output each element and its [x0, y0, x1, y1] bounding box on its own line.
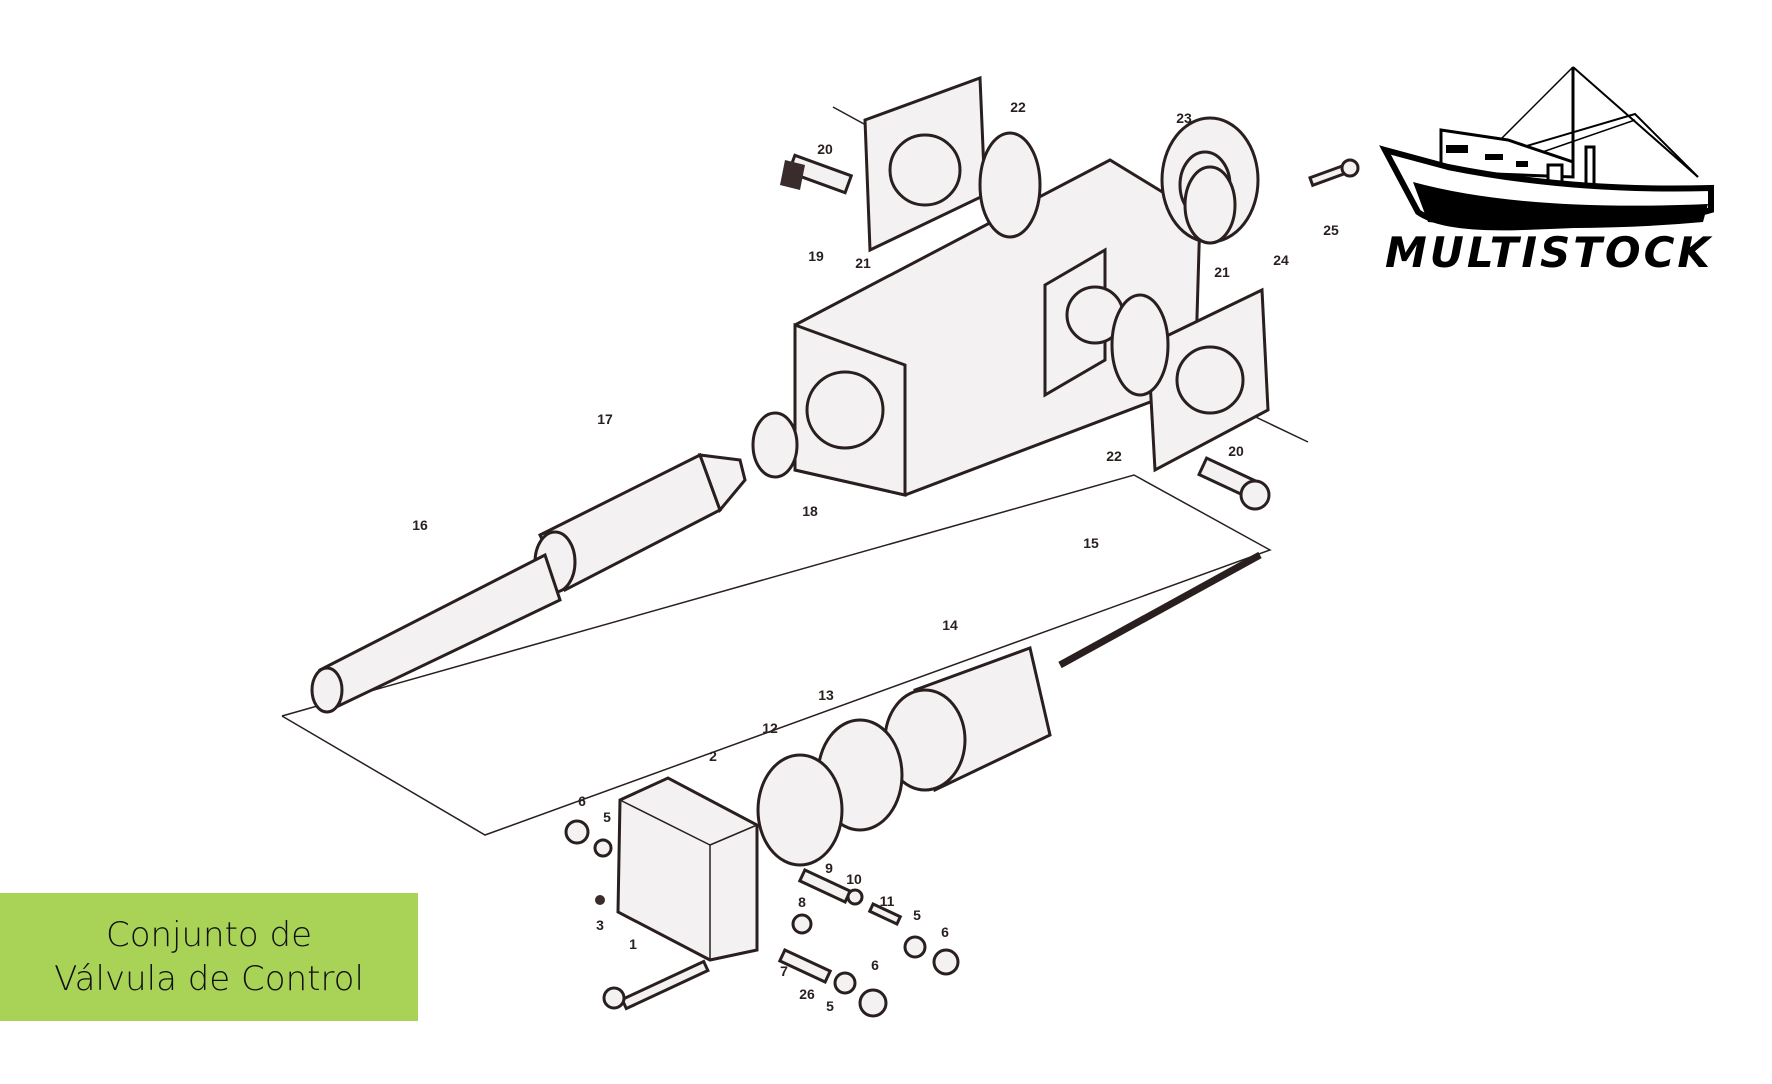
part-label: 21 [1214, 264, 1230, 280]
spring [310, 552, 562, 714]
small-parts [564, 819, 960, 1018]
part-label: 6 [941, 924, 949, 940]
part-label: 20 [1228, 443, 1244, 459]
piston [533, 452, 747, 594]
diaphragm [756, 753, 844, 867]
part-label: 20 [817, 141, 833, 157]
cylinder [883, 646, 1052, 793]
o-ring-top [978, 131, 1042, 239]
bolt-25 [1308, 158, 1360, 188]
part-label: 26 [799, 986, 815, 1002]
part-label: 5 [913, 907, 921, 923]
brand-name: MULTISTOCK [1385, 228, 1713, 277]
assembly-guide-line [281, 474, 1272, 836]
part-label: 11 [880, 893, 895, 909]
part-label: 8 [798, 894, 806, 910]
title-banner: Conjunto de Válvula de Control [0, 893, 418, 1021]
part-labels: 22 20 23 25 24 21 19 21 17 18 22 20 16 1… [412, 99, 1339, 1014]
title-line-2: Válvula de Control [54, 959, 364, 999]
part-label: 10 [846, 871, 862, 887]
o-ring-right [1110, 293, 1170, 397]
flange-right [1146, 287, 1270, 473]
part-label: 6 [578, 793, 586, 809]
part-label: 2 [709, 748, 717, 764]
control-block [616, 776, 759, 962]
part-label: 15 [1083, 535, 1099, 551]
part-label: 5 [826, 998, 834, 1014]
seat-ring [751, 411, 799, 479]
part-label: 6 [871, 957, 879, 973]
part-label: 1 [629, 936, 637, 952]
part-label: 5 [603, 809, 611, 825]
part-label: 9 [825, 860, 833, 876]
part-label: 19 [808, 248, 824, 264]
valve-body [793, 158, 1202, 497]
flange-top [863, 75, 987, 253]
part-label: 14 [942, 617, 958, 633]
threaded-rod [1058, 551, 1262, 669]
part-label: 22 [1106, 448, 1122, 464]
part-label: 21 [855, 255, 871, 271]
part-label: 18 [802, 503, 818, 519]
part-label: 25 [1323, 222, 1339, 238]
boat-logo-icon [1379, 66, 1714, 231]
part-label: 22 [1010, 99, 1026, 115]
part-label: 23 [1176, 110, 1192, 126]
bolt-20-top [780, 153, 854, 195]
bolt-20-right [1197, 456, 1271, 511]
part-label: 7 [780, 963, 788, 979]
gasket-ring [1183, 165, 1237, 245]
title-line-1: Conjunto de [105, 915, 313, 955]
part-label: 24 [1273, 252, 1289, 268]
part-label: 16 [412, 517, 428, 533]
part-label: 12 [762, 720, 778, 736]
part-label: 17 [597, 411, 613, 427]
part-label: 13 [818, 687, 834, 703]
part-label: 3 [596, 917, 604, 933]
